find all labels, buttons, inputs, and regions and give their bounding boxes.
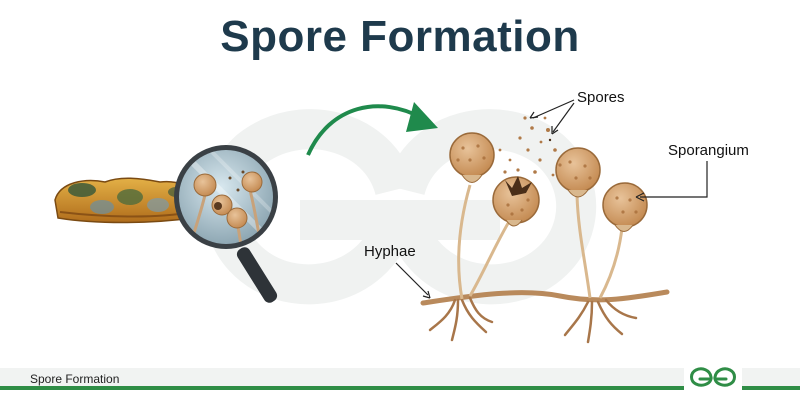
- gfg-logo-icon: [684, 362, 742, 392]
- footer-caption: Spore Formation: [30, 372, 119, 386]
- moldy-bread-illustration: [55, 178, 195, 222]
- sporangium-1: [450, 133, 494, 183]
- label-hyphae: Hyphae: [364, 243, 416, 260]
- label-spores: Spores: [577, 89, 625, 106]
- footer-logo-container: [684, 362, 742, 392]
- sporangium-4: [603, 183, 647, 232]
- footer-divider: [0, 386, 800, 390]
- label-sporangium: Sporangium: [668, 142, 749, 159]
